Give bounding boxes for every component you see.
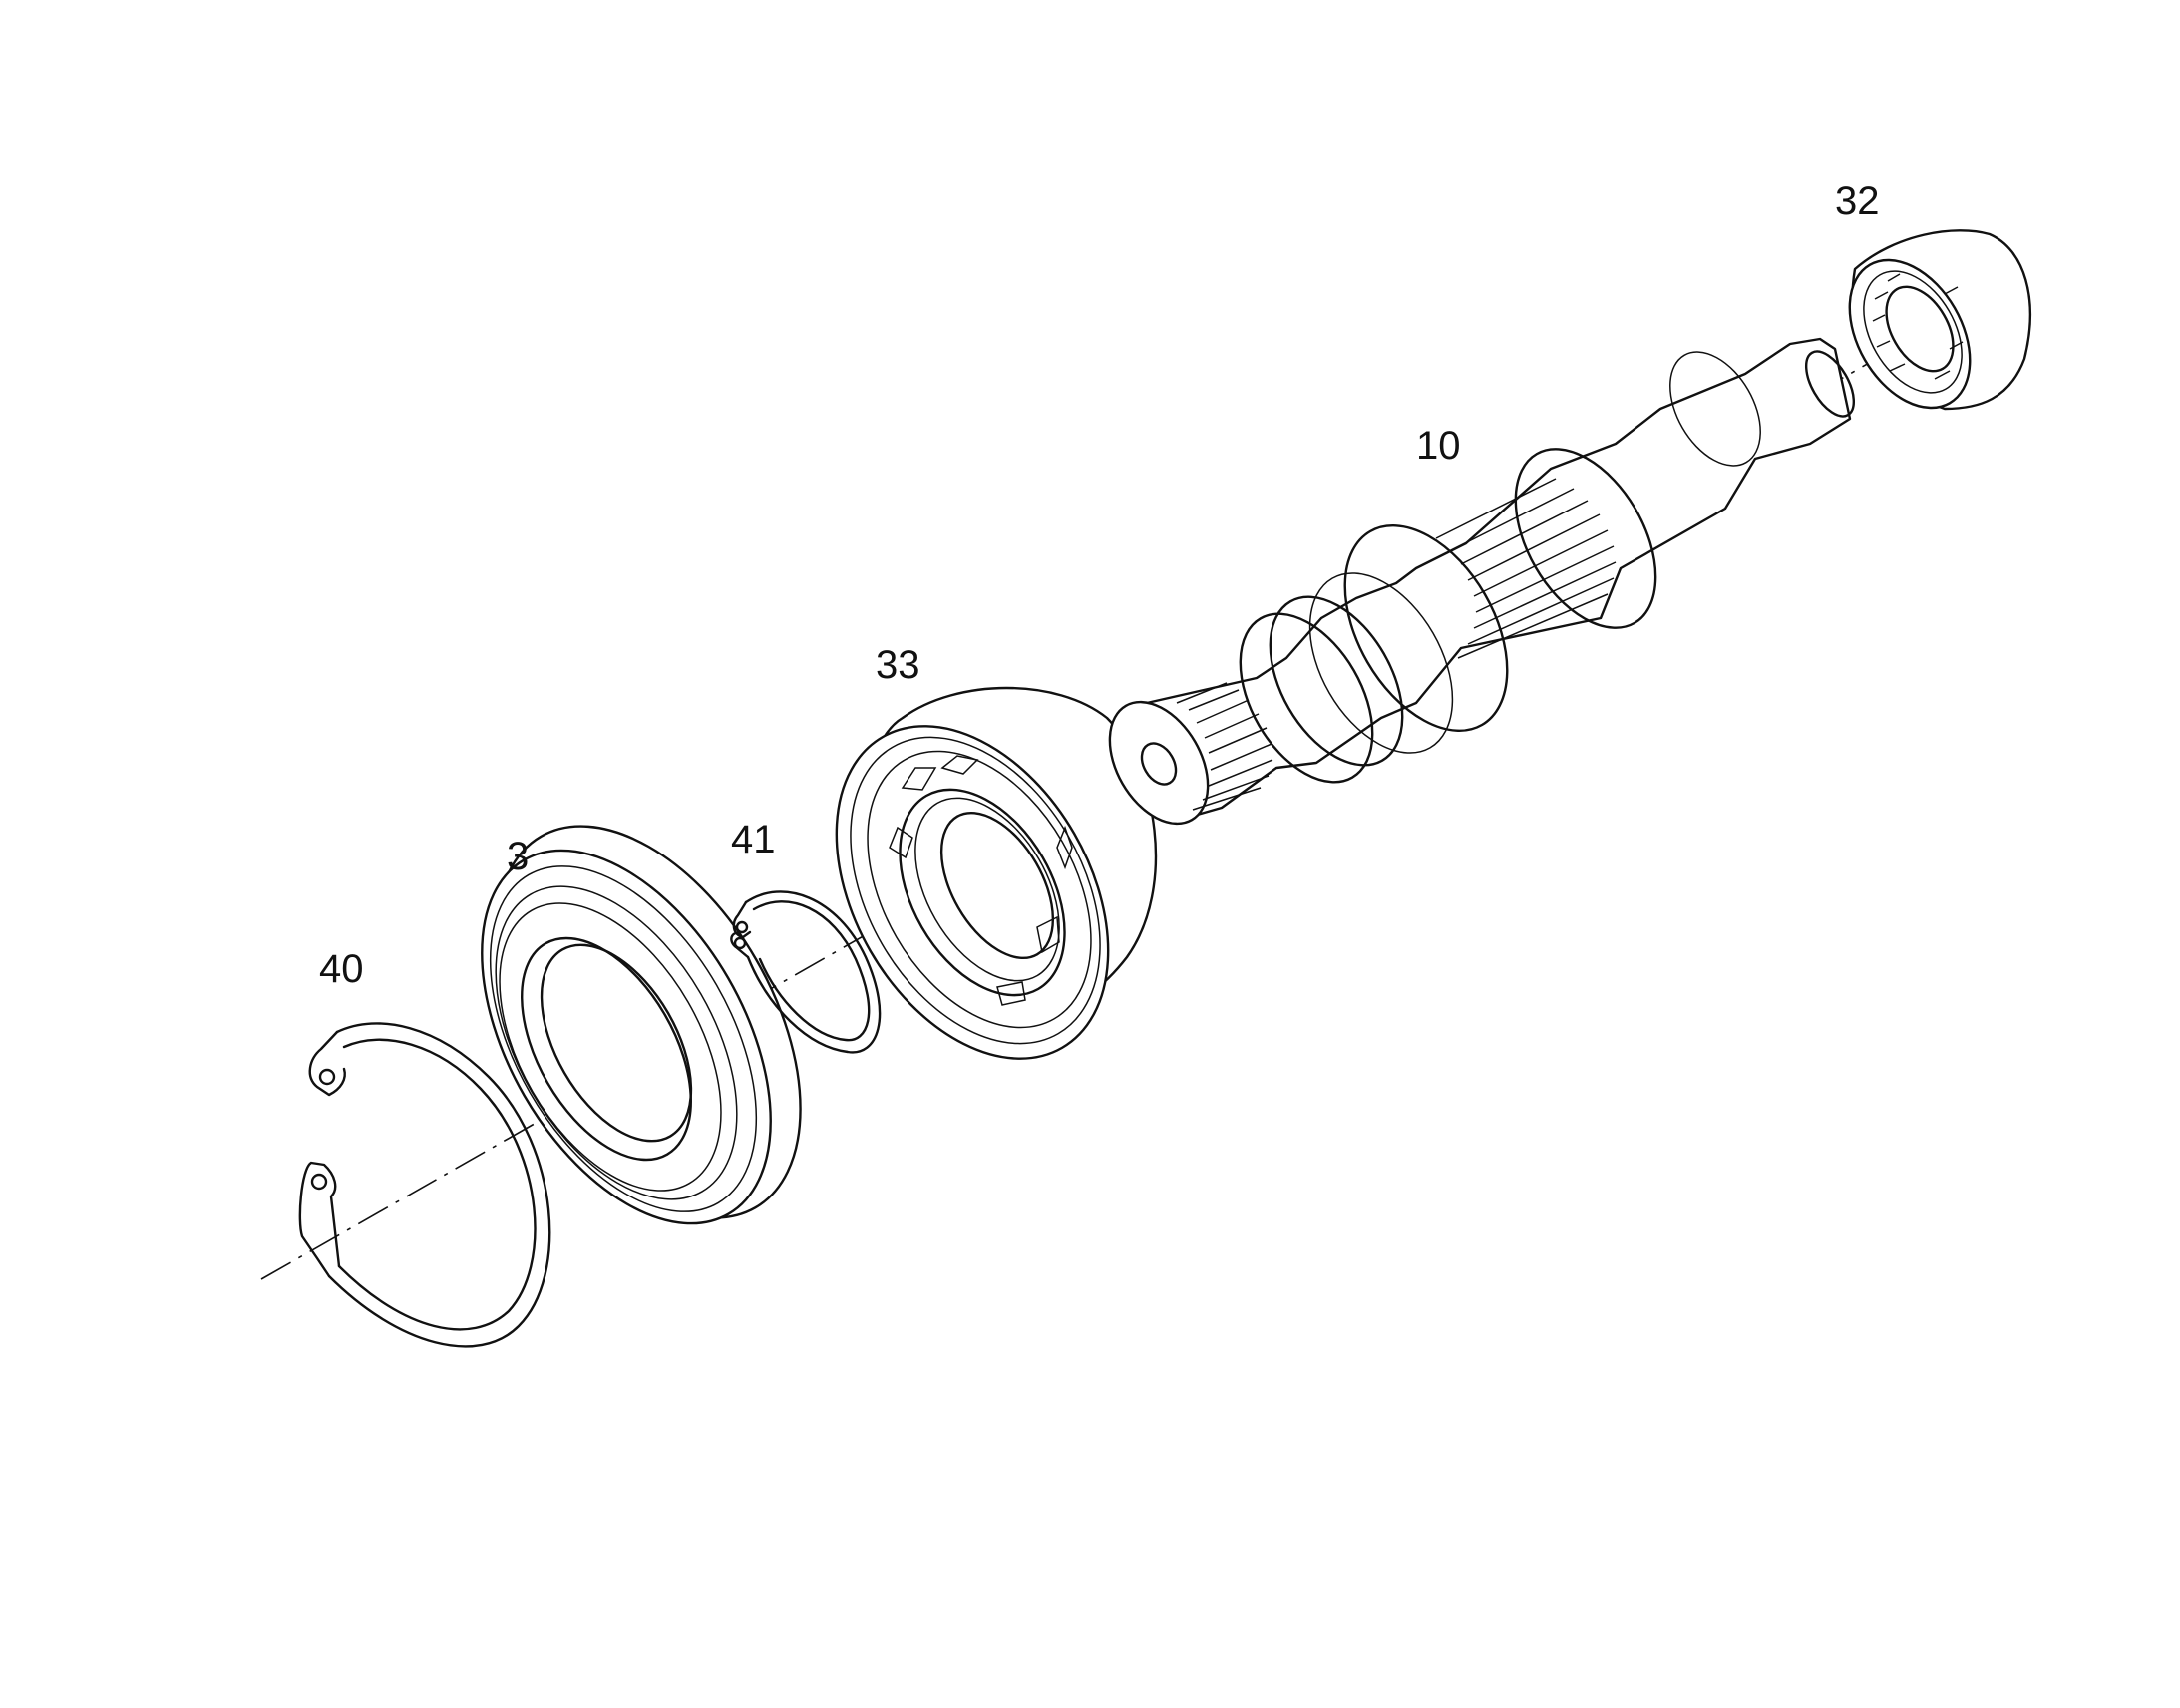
- snap-ring-41: [730, 890, 882, 1054]
- part-label-40: 40: [319, 947, 364, 991]
- center-axis-line: [260, 353, 1886, 1280]
- needle-bearing-32: [1848, 229, 2031, 411]
- part-label-41: 41: [731, 818, 776, 861]
- snap-ring-40: [298, 1022, 551, 1348]
- bearing-rollers: [889, 755, 1073, 1006]
- snap-ring-hole: [318, 1068, 336, 1086]
- large-spline-teeth: [1435, 478, 1617, 659]
- seal-3: [481, 825, 802, 1225]
- part-label-3: 3: [507, 835, 529, 878]
- needle-rollers: [1872, 273, 1964, 380]
- part-label-10: 10: [1416, 424, 1461, 468]
- part-label-32: 32: [1835, 179, 1880, 223]
- roller-bearing-33: [835, 686, 1158, 1060]
- snap-ring-hole: [310, 1173, 328, 1191]
- part-label-33: 33: [876, 643, 920, 687]
- small-spline-teeth: [1176, 682, 1273, 811]
- shaft-10: [1108, 337, 1856, 826]
